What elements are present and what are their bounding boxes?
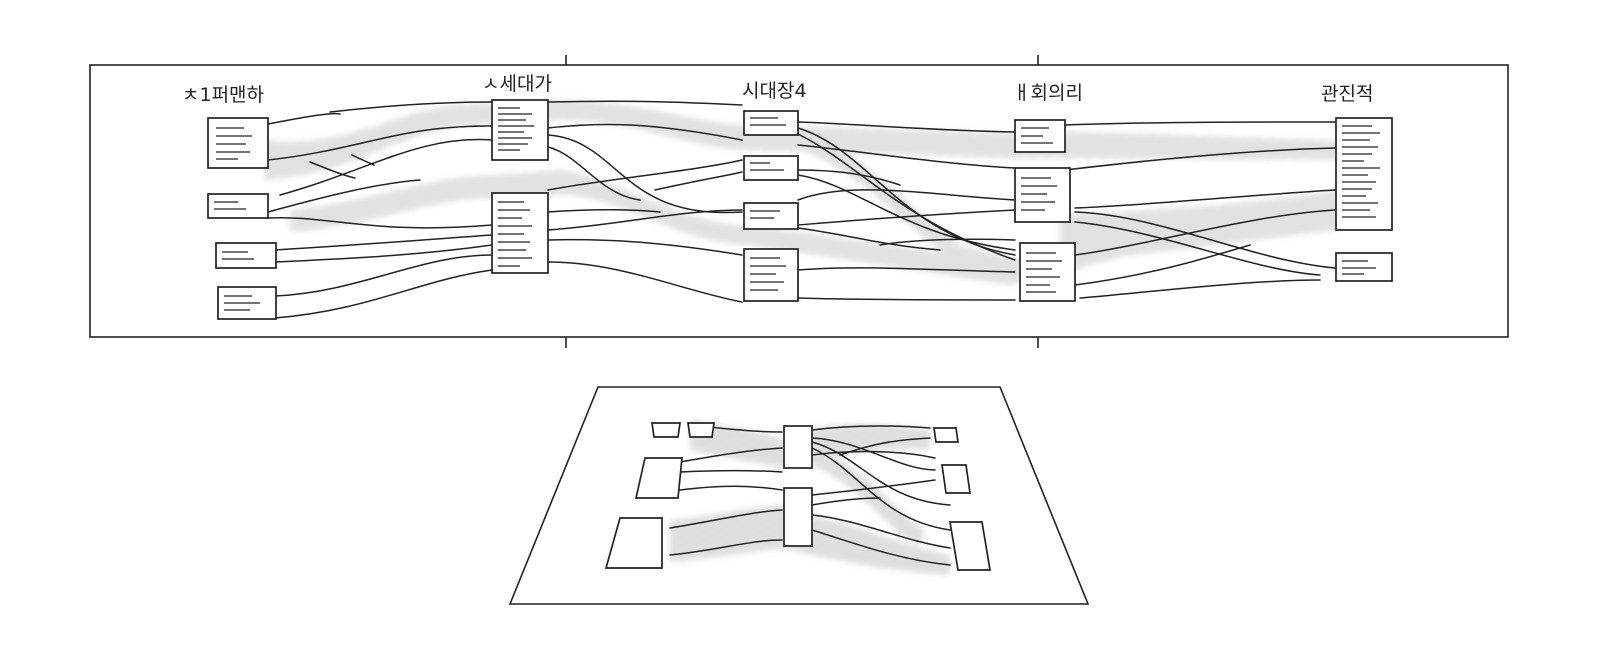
node-c3-3 [743, 202, 799, 230]
persp-node-center-1 [783, 425, 813, 469]
node-c1-1 [207, 117, 269, 169]
persp-node-left-1b [687, 422, 715, 438]
perspective-sketch [508, 386, 1090, 605]
node-c2-1 [491, 99, 549, 161]
flow-shading [265, 100, 1340, 285]
persp-node-left-2 [634, 457, 683, 499]
node-c1-2 [207, 193, 269, 219]
column-label-3: 시대장4 [742, 80, 807, 102]
column-label-5: 관진적 [1321, 83, 1373, 105]
persp-node-right-3 [948, 521, 992, 571]
flow-lines [267, 100, 1336, 319]
persp-node-right-1 [933, 427, 959, 443]
node-scribbles [214, 107, 1380, 311]
column-label-1: ㅊ1퍼맨하 [182, 84, 264, 106]
persp-node-right-2 [941, 464, 971, 494]
persp-node-left-1 [651, 422, 681, 438]
node-c4-2 [1014, 167, 1071, 223]
column-label-4: ㅐ회의리 [1013, 82, 1083, 104]
node-c1-3 [215, 242, 277, 269]
persp-node-left-3 [604, 517, 663, 569]
persp-node-center-2 [783, 487, 813, 547]
node-c2-2 [491, 192, 549, 274]
perspective-nodes [604, 422, 992, 571]
node-c3-2 [743, 155, 799, 181]
node-c5-2 [1335, 252, 1393, 282]
node-c3-4 [743, 248, 799, 302]
node-c5-1 [1335, 117, 1393, 231]
node-c3-1 [743, 110, 799, 136]
column-label-2: ㅅ세대가 [482, 73, 552, 95]
main-sketch-frame [89, 55, 1509, 348]
